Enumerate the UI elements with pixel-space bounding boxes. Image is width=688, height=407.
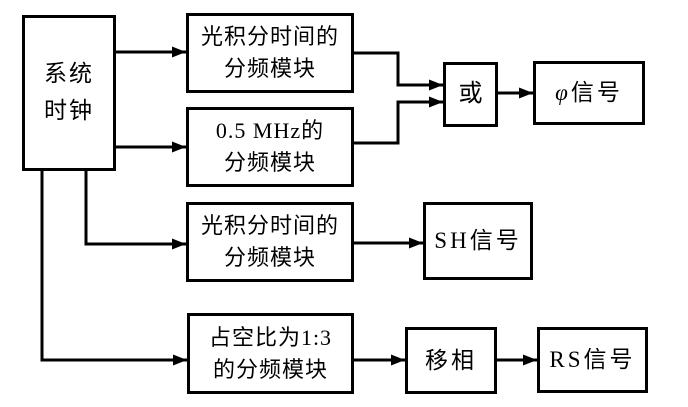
node-integration-divider-top: 光积分时间的 分频模块 bbox=[186, 13, 354, 93]
node-phase-shifter: 移相 bbox=[405, 327, 497, 394]
node-rs-signal: RS信号 bbox=[537, 327, 648, 393]
integration-divider-top-label-line2: 分频模块 bbox=[223, 56, 316, 81]
phase-shifter-label: 移相 bbox=[425, 347, 477, 373]
node-system-clock: 系统 时钟 bbox=[22, 15, 116, 171]
duty-divider-label-line2: 的分频模块 bbox=[212, 356, 328, 382]
mhz-divider-label-line2: 分频模块 bbox=[223, 150, 316, 175]
mhz-divider-label-line1: 0.5 MHz的 bbox=[215, 118, 325, 144]
connector-clock-to-integration-divider-mid bbox=[84, 170, 186, 250]
integration-divider-mid-label-line2: 分频模块 bbox=[223, 245, 316, 270]
phi-signal-label: 信号 bbox=[570, 80, 623, 106]
node-phi-signal: φ 信号 bbox=[533, 61, 645, 125]
connector-integration-divider-top-to-or-gate bbox=[354, 51, 443, 91]
node-mhz-divider: 0.5 MHz的 分频模块 bbox=[186, 107, 354, 187]
node-duty-divider: 占空比为1:3 的分频模块 bbox=[187, 313, 354, 394]
integration-divider-top-label-line1: 光积分时间的 bbox=[200, 24, 339, 50]
or-gate-label: 或 bbox=[458, 81, 483, 108]
connector-mhz-divider-to-or-gate bbox=[354, 96, 443, 145]
node-or-gate: 或 bbox=[443, 62, 498, 127]
node-integration-divider-mid: 光积分时间的 分频模块 bbox=[186, 202, 354, 282]
connector-clock-to-duty-divider bbox=[40, 170, 187, 366]
system-clock-label-line2: 时钟 bbox=[44, 98, 94, 123]
rs-signal-label: RS信号 bbox=[549, 347, 636, 373]
node-sh-signal: SH信号 bbox=[423, 202, 533, 280]
system-clock-label-line1: 系统 bbox=[44, 61, 94, 87]
integration-divider-mid-label-line1: 光积分时间的 bbox=[200, 213, 339, 239]
phi-symbol: φ bbox=[555, 80, 571, 106]
sh-signal-label: SH信号 bbox=[434, 228, 522, 254]
duty-divider-label-line1: 占空比为1:3 bbox=[208, 324, 333, 350]
